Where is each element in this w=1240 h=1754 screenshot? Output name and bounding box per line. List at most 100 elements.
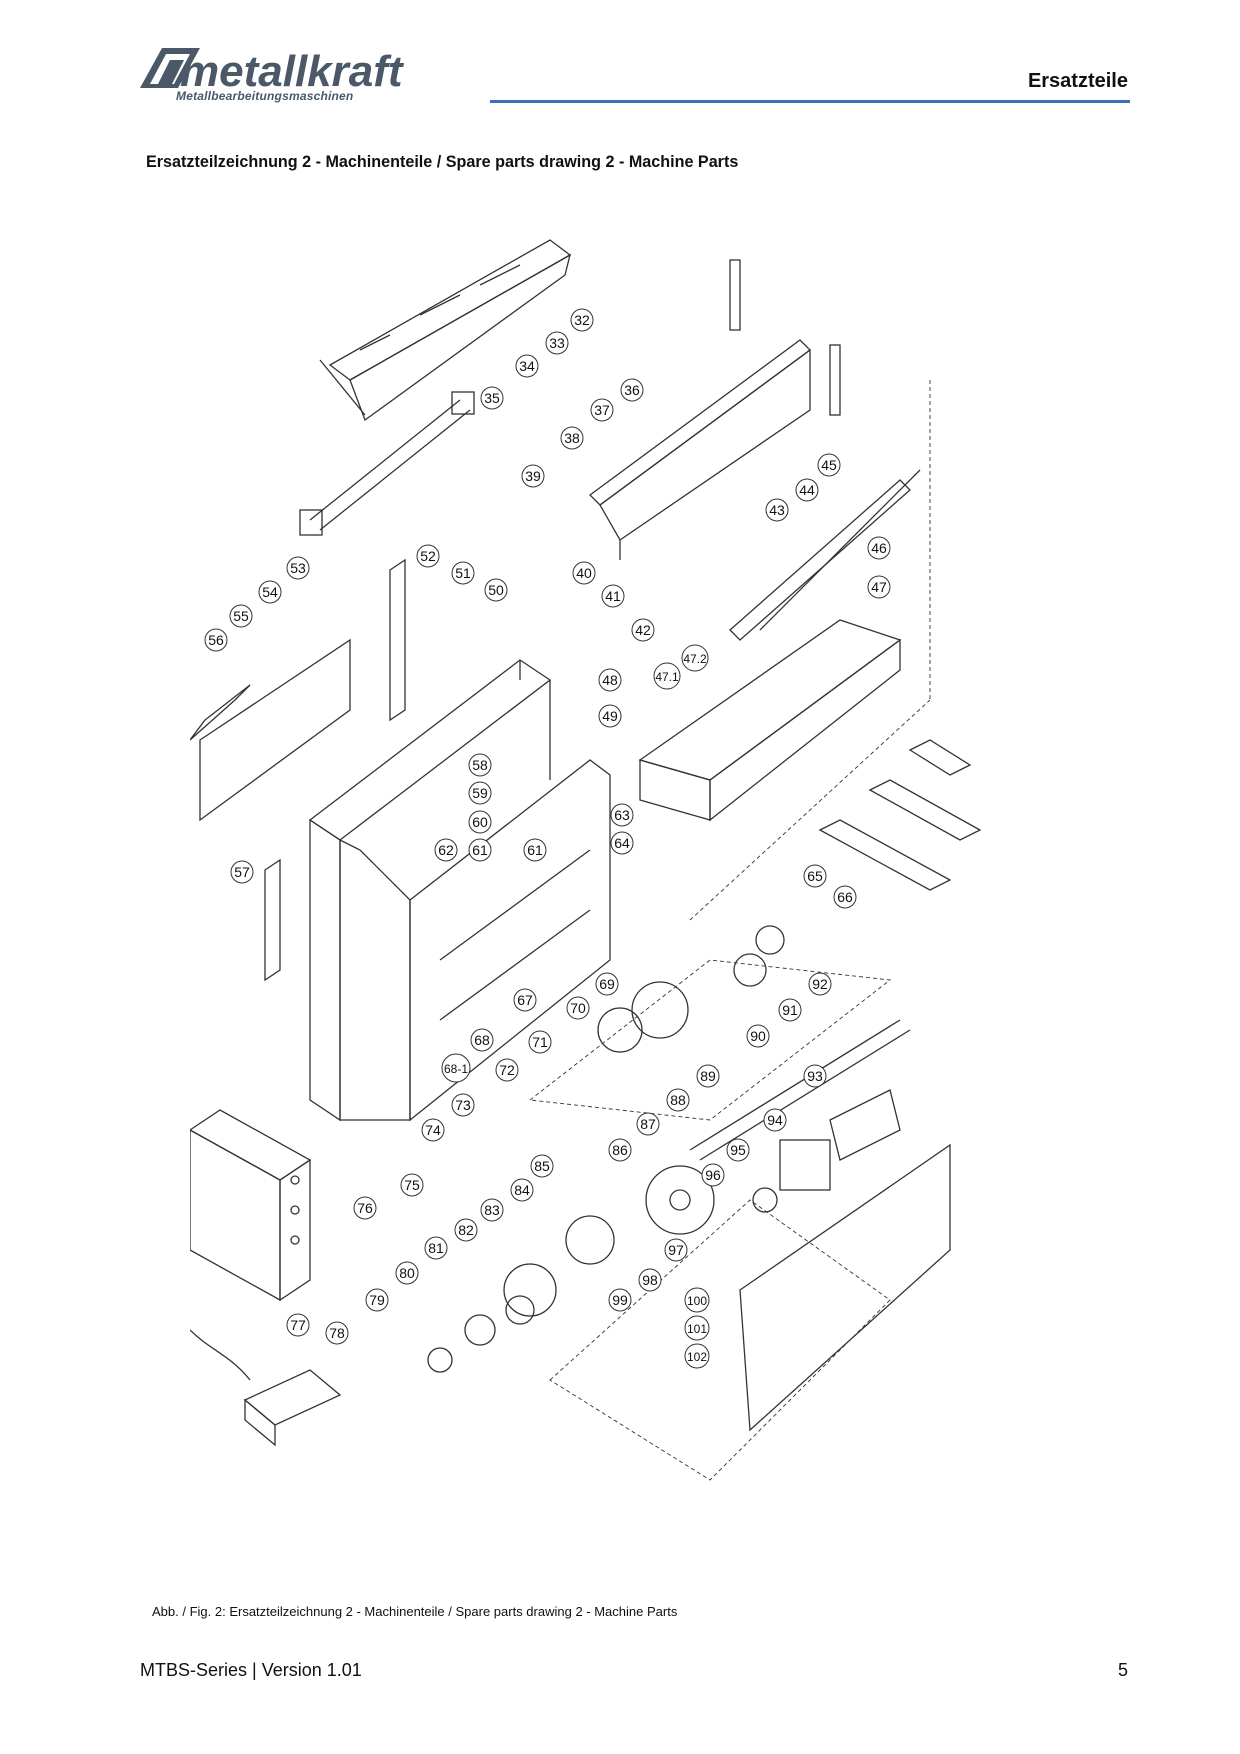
callout-label: 98 [642,1272,658,1288]
callout-label: 78 [329,1325,345,1341]
callout-label: 71 [532,1034,548,1050]
callout-label: 40 [576,565,592,581]
callout-label: 76 [357,1200,373,1216]
shaft-part [299,391,475,536]
callout-label: 49 [602,708,618,724]
callout-label: 57 [234,864,250,880]
callout-95: 95 [726,1138,750,1162]
callout-label: 77 [290,1317,306,1333]
callout-label: 93 [807,1068,823,1084]
callout-99: 99 [608,1288,632,1312]
callout-81: 81 [424,1236,448,1260]
callout-46: 46 [867,536,891,560]
callout-34: 34 [515,354,539,378]
callout-47-1: 47.1 [653,662,681,690]
callout-label: 79 [369,1292,385,1308]
callout-61: 61 [468,838,492,862]
callout-42: 42 [631,618,655,642]
callout-38: 38 [560,426,584,450]
callout-47: 47 [867,575,891,599]
callout-label: 47.1 [655,670,679,684]
callout-label: 37 [594,402,610,418]
callout-92: 92 [808,972,832,996]
callout-69: 69 [595,972,619,996]
callout-label: 63 [614,807,630,823]
callout-label: 74 [425,1122,441,1138]
callout-64: 64 [610,831,634,855]
callout-53: 53 [286,556,310,580]
callout-85: 85 [530,1154,554,1178]
callout-93: 93 [803,1064,827,1088]
callout-45: 45 [817,453,841,477]
callout-86: 86 [608,1138,632,1162]
callout-54: 54 [258,580,282,604]
callout-label: 84 [514,1182,530,1198]
callout-82: 82 [454,1218,478,1242]
callout-label: 47.2 [683,652,707,666]
callout-label: 101 [687,1322,707,1336]
callout-68: 68 [470,1028,494,1052]
callout-58: 58 [468,753,492,777]
callout-label: 96 [705,1167,721,1183]
footer-series: MTBS-Series | Version 1.01 [140,1660,362,1680]
callout-78: 78 [325,1321,349,1345]
callout-label: 69 [599,976,615,992]
callout-71: 71 [528,1030,552,1054]
callout-label: 91 [782,1002,798,1018]
callout-label: 90 [750,1028,766,1044]
callout-101: 101 [684,1315,710,1341]
callout-label: 47 [871,579,887,595]
callout-75: 75 [400,1173,424,1197]
callout-76: 76 [353,1196,377,1220]
foot-pedal-part [190,1329,342,1447]
callout-label: 102 [687,1350,707,1364]
callout-72: 72 [495,1058,519,1082]
header-divider [490,100,1130,103]
callout-label: 33 [549,335,565,351]
callout-label: 42 [635,622,651,638]
callout-label: 60 [472,814,488,830]
callout-94: 94 [763,1108,787,1132]
callout-label: 73 [455,1097,471,1113]
callout-label: 41 [605,588,621,604]
callout-label: 56 [208,632,224,648]
callout-label: 85 [534,1158,550,1174]
callout-label: 75 [404,1177,420,1193]
page-heading: Ersatzteilzeichnung 2 - Machinenteile / … [146,152,739,171]
callout-70: 70 [566,996,590,1020]
callout-47-2: 47.2 [681,644,709,672]
callout-60: 60 [468,810,492,834]
metallkraft-logo: metallkraft [140,47,405,96]
callout-label: 72 [499,1062,515,1078]
callout-label: 53 [290,560,306,576]
callout-62: 62 [434,838,458,862]
callout-87: 87 [636,1112,660,1136]
callout-73: 73 [451,1093,475,1117]
callout-label: 55 [233,608,249,624]
control-box-part [190,1109,312,1302]
saw-table-part [638,469,921,822]
callout-66: 66 [833,885,857,909]
callout-33: 33 [545,331,569,355]
callout-68-1: 68-1 [441,1053,471,1083]
drive-train-parts [427,925,911,1373]
callout-49: 49 [598,704,622,728]
callout-label: 67 [517,992,533,1008]
callout-67: 67 [513,988,537,1012]
callout-label: 43 [769,502,785,518]
callout-52: 52 [416,544,440,568]
callout-97: 97 [664,1238,688,1262]
callout-77: 77 [286,1313,310,1337]
callout-label: 35 [484,390,500,406]
assembly-guides [528,380,931,1481]
support-arms-part [818,739,982,891]
callout-44: 44 [795,478,819,502]
callout-label: 36 [624,382,640,398]
callout-label: 97 [668,1242,684,1258]
callout-80: 80 [395,1261,419,1285]
callout-36: 36 [620,378,644,402]
callout-79: 79 [365,1288,389,1312]
callout-90: 90 [746,1024,770,1048]
callout-label: 68 [474,1032,490,1048]
callout-65: 65 [803,864,827,888]
